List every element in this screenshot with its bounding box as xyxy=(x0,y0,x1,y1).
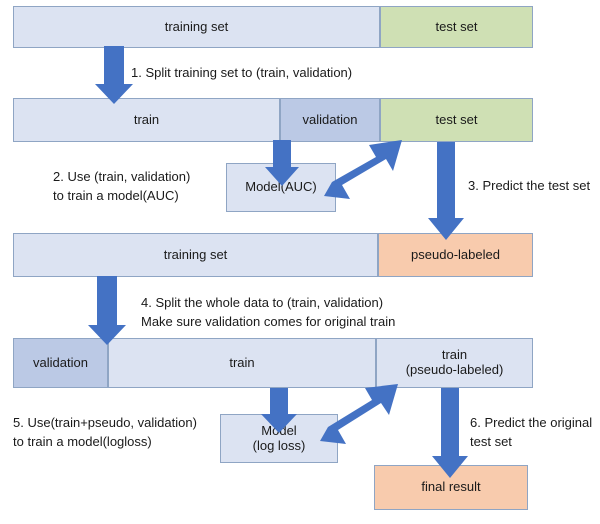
arrow-predict-test-set xyxy=(428,142,464,240)
row4-train-label: train xyxy=(229,354,255,370)
model-logloss-block[interactable]: Model (log loss) xyxy=(220,414,338,463)
row2-train-block[interactable]: train xyxy=(13,98,280,142)
final-result-block[interactable]: final result xyxy=(374,465,528,510)
step5-note: 5. Use(train+pseudo, validation) to trai… xyxy=(13,415,197,449)
step2-note: 2. Use (train, validation) to train a mo… xyxy=(53,169,191,203)
row2-train-label: train xyxy=(133,111,160,127)
row4-train-pseudo-block[interactable]: train (pseudo-labeled) xyxy=(376,338,533,388)
step1-note: 1. Split training set to (train, validat… xyxy=(131,65,353,80)
row2-validation-block[interactable]: validation xyxy=(280,98,380,142)
row4-validation-label: validation xyxy=(33,354,88,370)
row3-pseudo-labeled-block[interactable]: pseudo-labeled xyxy=(378,233,533,277)
row3-training-set-label: training set xyxy=(163,246,228,262)
final-result-label: final result xyxy=(421,479,481,495)
row3-pseudo-labeled-label: pseudo-labeled xyxy=(411,246,500,262)
row2-validation-label: validation xyxy=(302,111,358,127)
row4-train-block[interactable]: train xyxy=(108,338,376,388)
row2-test-set-block[interactable]: test set xyxy=(380,98,533,142)
arrow-split-training-set xyxy=(95,46,133,104)
model-logloss-label: Model (log loss) xyxy=(252,422,306,453)
row1-training-set-block[interactable]: training set xyxy=(13,6,380,48)
model-auc-label: Model(AUC) xyxy=(245,179,317,195)
row4-validation-block[interactable]: validation xyxy=(13,338,108,388)
step6-note: 6. Predict the original test set xyxy=(470,415,593,449)
step4-note: 4. Split the whole data to (train, valid… xyxy=(141,295,396,329)
model-auc-block[interactable]: Model(AUC) xyxy=(226,163,336,212)
row4-train-pseudo-label: train (pseudo-labeled) xyxy=(405,347,504,377)
row2-test-set-label: test set xyxy=(435,111,478,127)
arrow-split-whole-data xyxy=(88,276,126,345)
step3-note: 3. Predict the test set xyxy=(468,178,591,193)
row3-training-set-block[interactable]: training set xyxy=(13,233,378,277)
row1-test-set-label: test set xyxy=(435,18,478,34)
row1-training-set-label: training set xyxy=(164,18,229,34)
row1-test-set-block[interactable]: test set xyxy=(380,6,533,48)
